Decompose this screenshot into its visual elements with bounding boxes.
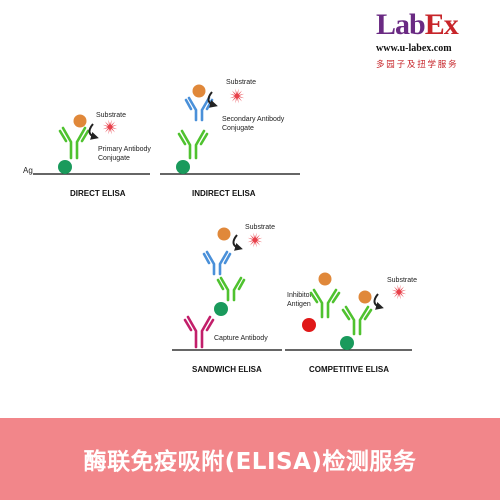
substrate-starburst-icon [229,88,245,104]
substrate-label: Substrate [226,79,256,86]
inhibitor-label-line2: Antigen [287,301,311,308]
logo-url: www.u-labex.com [376,43,452,54]
arrow-icon [232,234,243,251]
primary-antibody-label-line2: Conjugate [98,155,130,162]
primary-antibody-icon [58,126,90,160]
free-primary-antibody-icon [309,288,341,319]
substrate-label: Substrate [387,277,417,284]
ag-label: Ag [23,166,33,175]
arrow-icon [88,123,99,140]
elisa-illustration: Ag Substrate Primary Antibody Conjugate … [23,79,417,374]
substrate-label: Substrate [96,112,126,119]
antigen-icon [214,302,228,316]
enzyme-icon [217,227,231,241]
primary-antibody-icon [216,276,246,302]
competitive-elisa-panel: Inhibitor Antigen Substrate COMPETITIVE … [285,272,417,374]
direct-elisa-title: DIRECT ELISA [70,189,126,198]
antigen-icon [176,160,190,174]
secondary-antibody-icon [202,250,232,276]
logo-brand: LabEx [376,8,459,41]
primary-antibody-icon [177,129,209,160]
sandwich-elisa-panel: Capture Antibody Substrate SANDWICH ELIS… [172,224,282,374]
enzyme-icon [73,114,87,128]
substrate-label: Substrate [245,224,275,231]
inhibitor-antigen-icon [302,318,316,332]
primary-antibody-label-line1: Primary Antibody [98,146,151,153]
antigen-icon [340,336,354,350]
footer-title: 酶联免疫吸附(ELISA)检测服务 [83,449,417,475]
secondary-antibody-label-line2: Conjugate [222,125,254,132]
inhibitor-label-line1: Inhibitor [287,292,313,299]
footer-banner: 酶联免疫吸附(ELISA)检测服务 [0,418,500,500]
indirect-elisa-title: INDIRECT ELISA [192,189,256,198]
enzyme-icon [318,272,332,286]
secondary-antibody-label-line1: Secondary Antibody [222,116,285,123]
capture-antibody-label: Capture Antibody [214,335,268,342]
competitive-elisa-title: COMPETITIVE ELISA [309,365,389,374]
indirect-elisa-panel: Substrate Secondary Antibody Conjugate I… [160,79,300,198]
arrow-icon [373,293,384,310]
antigen-icon [58,160,72,174]
substrate-starburst-icon [247,232,263,248]
secondary-antibody-icon [184,96,214,122]
enzyme-icon [358,290,372,304]
arrow-icon [207,91,218,108]
bound-primary-antibody-icon [341,305,373,336]
substrate-starburst-icon [391,284,407,300]
logo-tagline: 多园子及扭学服务 [376,60,459,70]
capture-antibody-icon [183,315,215,349]
sandwich-elisa-title: SANDWICH ELISA [192,365,262,374]
enzyme-icon [192,84,206,98]
substrate-starburst-icon [102,119,118,135]
labex-logo[interactable]: LabEx www.u-labex.com 多园子及扭学服务 [376,10,492,74]
direct-elisa-panel: Ag Substrate Primary Antibody Conjugate … [23,112,151,198]
